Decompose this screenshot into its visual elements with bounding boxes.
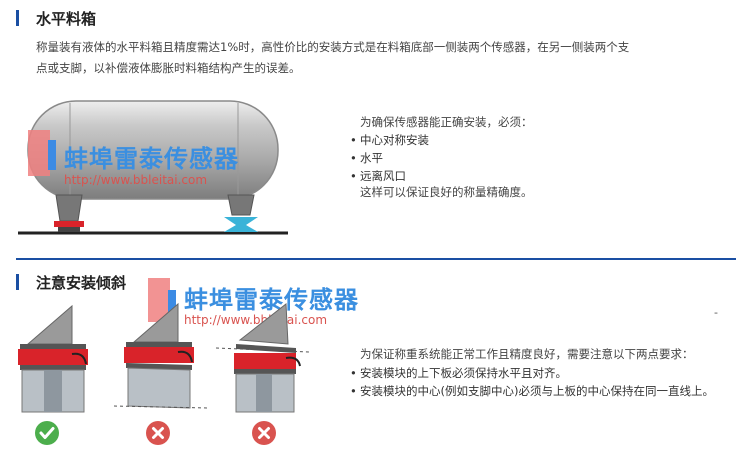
section1-accent-bar <box>16 10 19 26</box>
watermark-url: http://www.bbleitai.com <box>64 173 208 187</box>
dash-mark: - <box>714 306 718 319</box>
section2-accent-bar <box>16 274 19 290</box>
watermark-block-blue-2 <box>168 290 176 318</box>
check-icon <box>35 421 59 445</box>
bullet-wind: 远离风口 <box>350 167 429 185</box>
mount-module-offset-center <box>215 303 311 413</box>
mount-module-tilted-bottom <box>113 302 208 409</box>
bullet-center-line: 安装模块的中心(例如支脚中心)必须与上板的中心保持在同一直线上。 <box>350 382 714 400</box>
watermark-block-red <box>28 130 50 176</box>
section2-bullet-list: 安装模块的上下板必须保持水平且对齐。 安装模块的中心(例如支脚中心)必须与上板的… <box>350 364 714 400</box>
watermark-url-2: http://www.bbleitai.com <box>184 313 328 327</box>
watermark-company-name-2: 蚌埠雷泰传感器 <box>184 286 359 314</box>
mount-module-correct <box>18 304 88 413</box>
bullet-level-align: 安装模块的上下板必须保持水平且对齐。 <box>350 364 714 382</box>
bullet-level: 水平 <box>350 149 429 167</box>
section1-title: 水平料箱 <box>36 10 97 28</box>
horizontal-tank-illustration <box>18 100 288 235</box>
section-divider <box>16 258 736 260</box>
watermark-block-red-2 <box>148 278 170 322</box>
cross-icon <box>146 421 170 445</box>
watermark-block-blue <box>48 140 56 170</box>
bullet-symmetric: 中心对称安装 <box>350 131 429 149</box>
section1-intro: 为确保传感器能正确安装，必须： <box>360 115 533 129</box>
section1-desc-line1: 称量装有液体的水平料箱且精度需达1%时，高性价比的安装方式是在料箱底部一侧装两个… <box>36 40 630 54</box>
section1-desc-line2: 点或支脚，以补偿液体膨胀时料箱结构产生的误差。 <box>36 61 301 75</box>
section1-note: 这样可以保证良好的称量精确度。 <box>360 185 533 199</box>
watermark-company-name: 蚌埠雷泰传感器 <box>64 145 239 173</box>
cross-icon <box>252 421 276 445</box>
section2-intro: 为保证称重系统能正常工作且精度良好，需要注意以下两点要求： <box>360 347 694 361</box>
section1-bullet-list: 中心对称安装 水平 远离风口 <box>350 131 429 185</box>
section2-title: 注意安装倾斜 <box>36 274 127 292</box>
